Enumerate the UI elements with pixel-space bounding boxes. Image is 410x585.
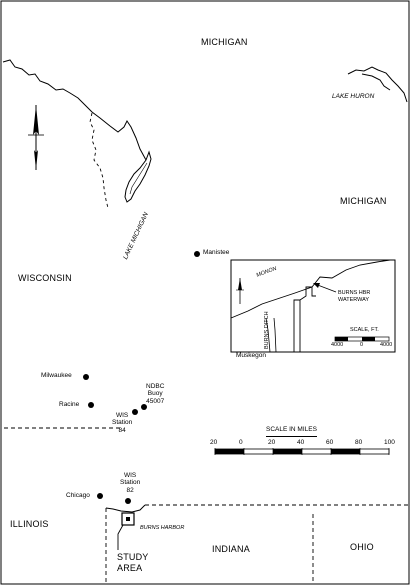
ndbc-line-3: 45007 [146,397,165,405]
study-area-leader [117,524,124,550]
label-inset-waterway: BURNS HBR WATERWAY [338,290,370,303]
city-dot-chicago [97,493,103,499]
scale-tick-label: 60 [326,439,334,446]
study-line-1: STUDY [117,552,149,562]
label-illinois: ILLINOIS [10,519,49,529]
inset-scale-bar [334,336,390,342]
label-muskegon: Muskegon [236,352,266,359]
wis84-line-3: 84 [118,426,126,434]
label-racine: Racine [59,401,80,408]
label-manistee: Manistee [203,249,230,256]
wis82-line-2: Station [120,479,141,487]
wis82-line-3: 82 [126,486,134,494]
scale-tick-label: 40 [297,439,305,446]
station-dot-wis84 [132,409,138,415]
scale-tick-label: 20 [210,439,218,446]
inset-arrow-head [313,283,320,288]
city-dot-manistee [194,251,200,257]
ndbc-line-1: NDBC [146,383,165,390]
boundary-wi-mi [89,112,109,209]
label-study-area: STUDY AREA [117,553,149,573]
study-line-2: AREA [117,563,143,573]
inset-north-arrow-icon [236,278,244,304]
label-milwaukee: Milwaukee [41,372,72,379]
label-ndbc-buoy: NDBC Buoy 45007 [146,383,164,405]
label-wis-station-84: WIS Station 84 [112,412,132,434]
scale-tick-label: 20 [268,439,276,446]
scale-bar [214,448,390,455]
scale-tick-label: 0 [239,439,243,446]
inset-shoreline [230,259,391,319]
label-scale-title: SCALE IN MILES [266,426,317,437]
label-michigan-upper: MICHIGAN [201,37,248,47]
label-inset-ditch: BURNS DITCH [264,311,270,349]
shoreline-lake-huron [347,66,408,103]
study-area-box [121,512,135,526]
station-dot-ndbc [141,404,147,410]
inset-ditch [265,317,277,353]
wis84-line-2: Station [112,419,133,427]
inset-waterway [293,286,316,352]
label-inset-scale-title: SCALE, FT. [350,327,379,333]
shoreline-lake-michigan-south [105,504,146,513]
label-ohio: OHIO [350,542,374,552]
station-dot-wis82 [125,498,131,504]
inset-scale-tick-2: 0 [360,342,364,348]
door-peninsula [124,150,152,203]
north-arrow-icon [28,105,44,170]
peninsula-fill [129,162,148,195]
label-chicago: Chicago [66,492,90,499]
inset-waterway-line-1: BURNS HBR [338,290,371,296]
scale-tick-label: 100 [384,439,395,446]
study-area-marker [126,517,130,521]
label-indiana: INDIANA [212,544,250,554]
inset-scale-tick-1: 4000 [331,342,344,348]
label-michigan-lower: MICHIGAN [340,196,387,206]
city-dot-milwaukee [83,374,89,380]
city-dot-racine [88,402,94,408]
label-wis-station-82: WIS Station 82 [120,472,140,494]
scale-tick-label: 80 [355,439,363,446]
wis84-line-1: WIS [115,412,129,419]
label-lake-huron: LAKE HURON [332,93,375,100]
label-wisconsin: WISCONSIN [18,273,72,283]
ndbc-line-2: Buoy [147,390,163,398]
inset-scale-tick-3: 4000 [380,342,393,348]
label-burns-harbor: BURNS HARBOR [140,525,185,531]
shoreline-lake-superior [2,59,147,161]
inset-waterway-line-2: WATERWAY [338,296,370,303]
wis82-line-1: WIS [123,472,137,479]
